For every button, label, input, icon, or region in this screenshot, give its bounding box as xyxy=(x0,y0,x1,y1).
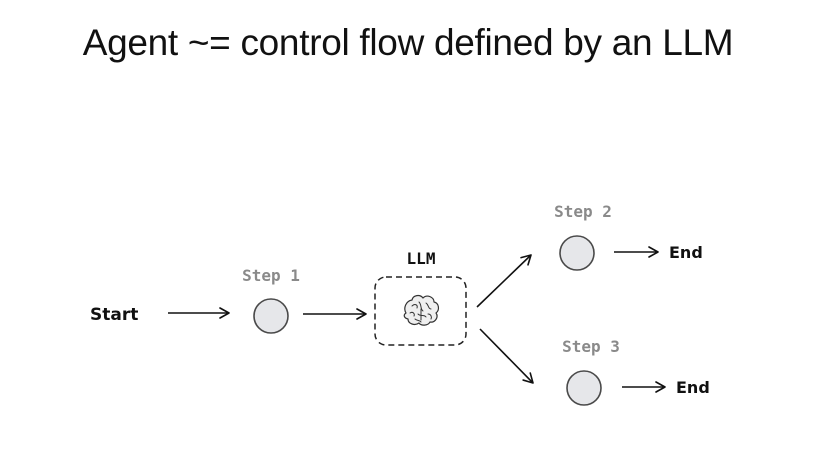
step1-node xyxy=(253,298,289,334)
step2-label: Step 2 xyxy=(554,202,612,221)
end-label-top: End xyxy=(669,243,703,262)
end-label-bottom: End xyxy=(676,378,710,397)
start-label: Start xyxy=(90,305,138,325)
llm-label: LLM xyxy=(407,249,436,268)
step2-node xyxy=(559,235,595,271)
page-title: Agent ~= control flow defined by an LLM xyxy=(82,22,734,63)
brain-icon xyxy=(403,294,440,326)
arrow-llm-to-step3 xyxy=(479,328,534,384)
llm-box xyxy=(374,276,467,346)
step1-label: Step 1 xyxy=(242,266,300,285)
step3-label: Step 3 xyxy=(562,337,620,356)
step3-node xyxy=(566,370,602,406)
arrow-llm-to-step2 xyxy=(476,254,532,308)
